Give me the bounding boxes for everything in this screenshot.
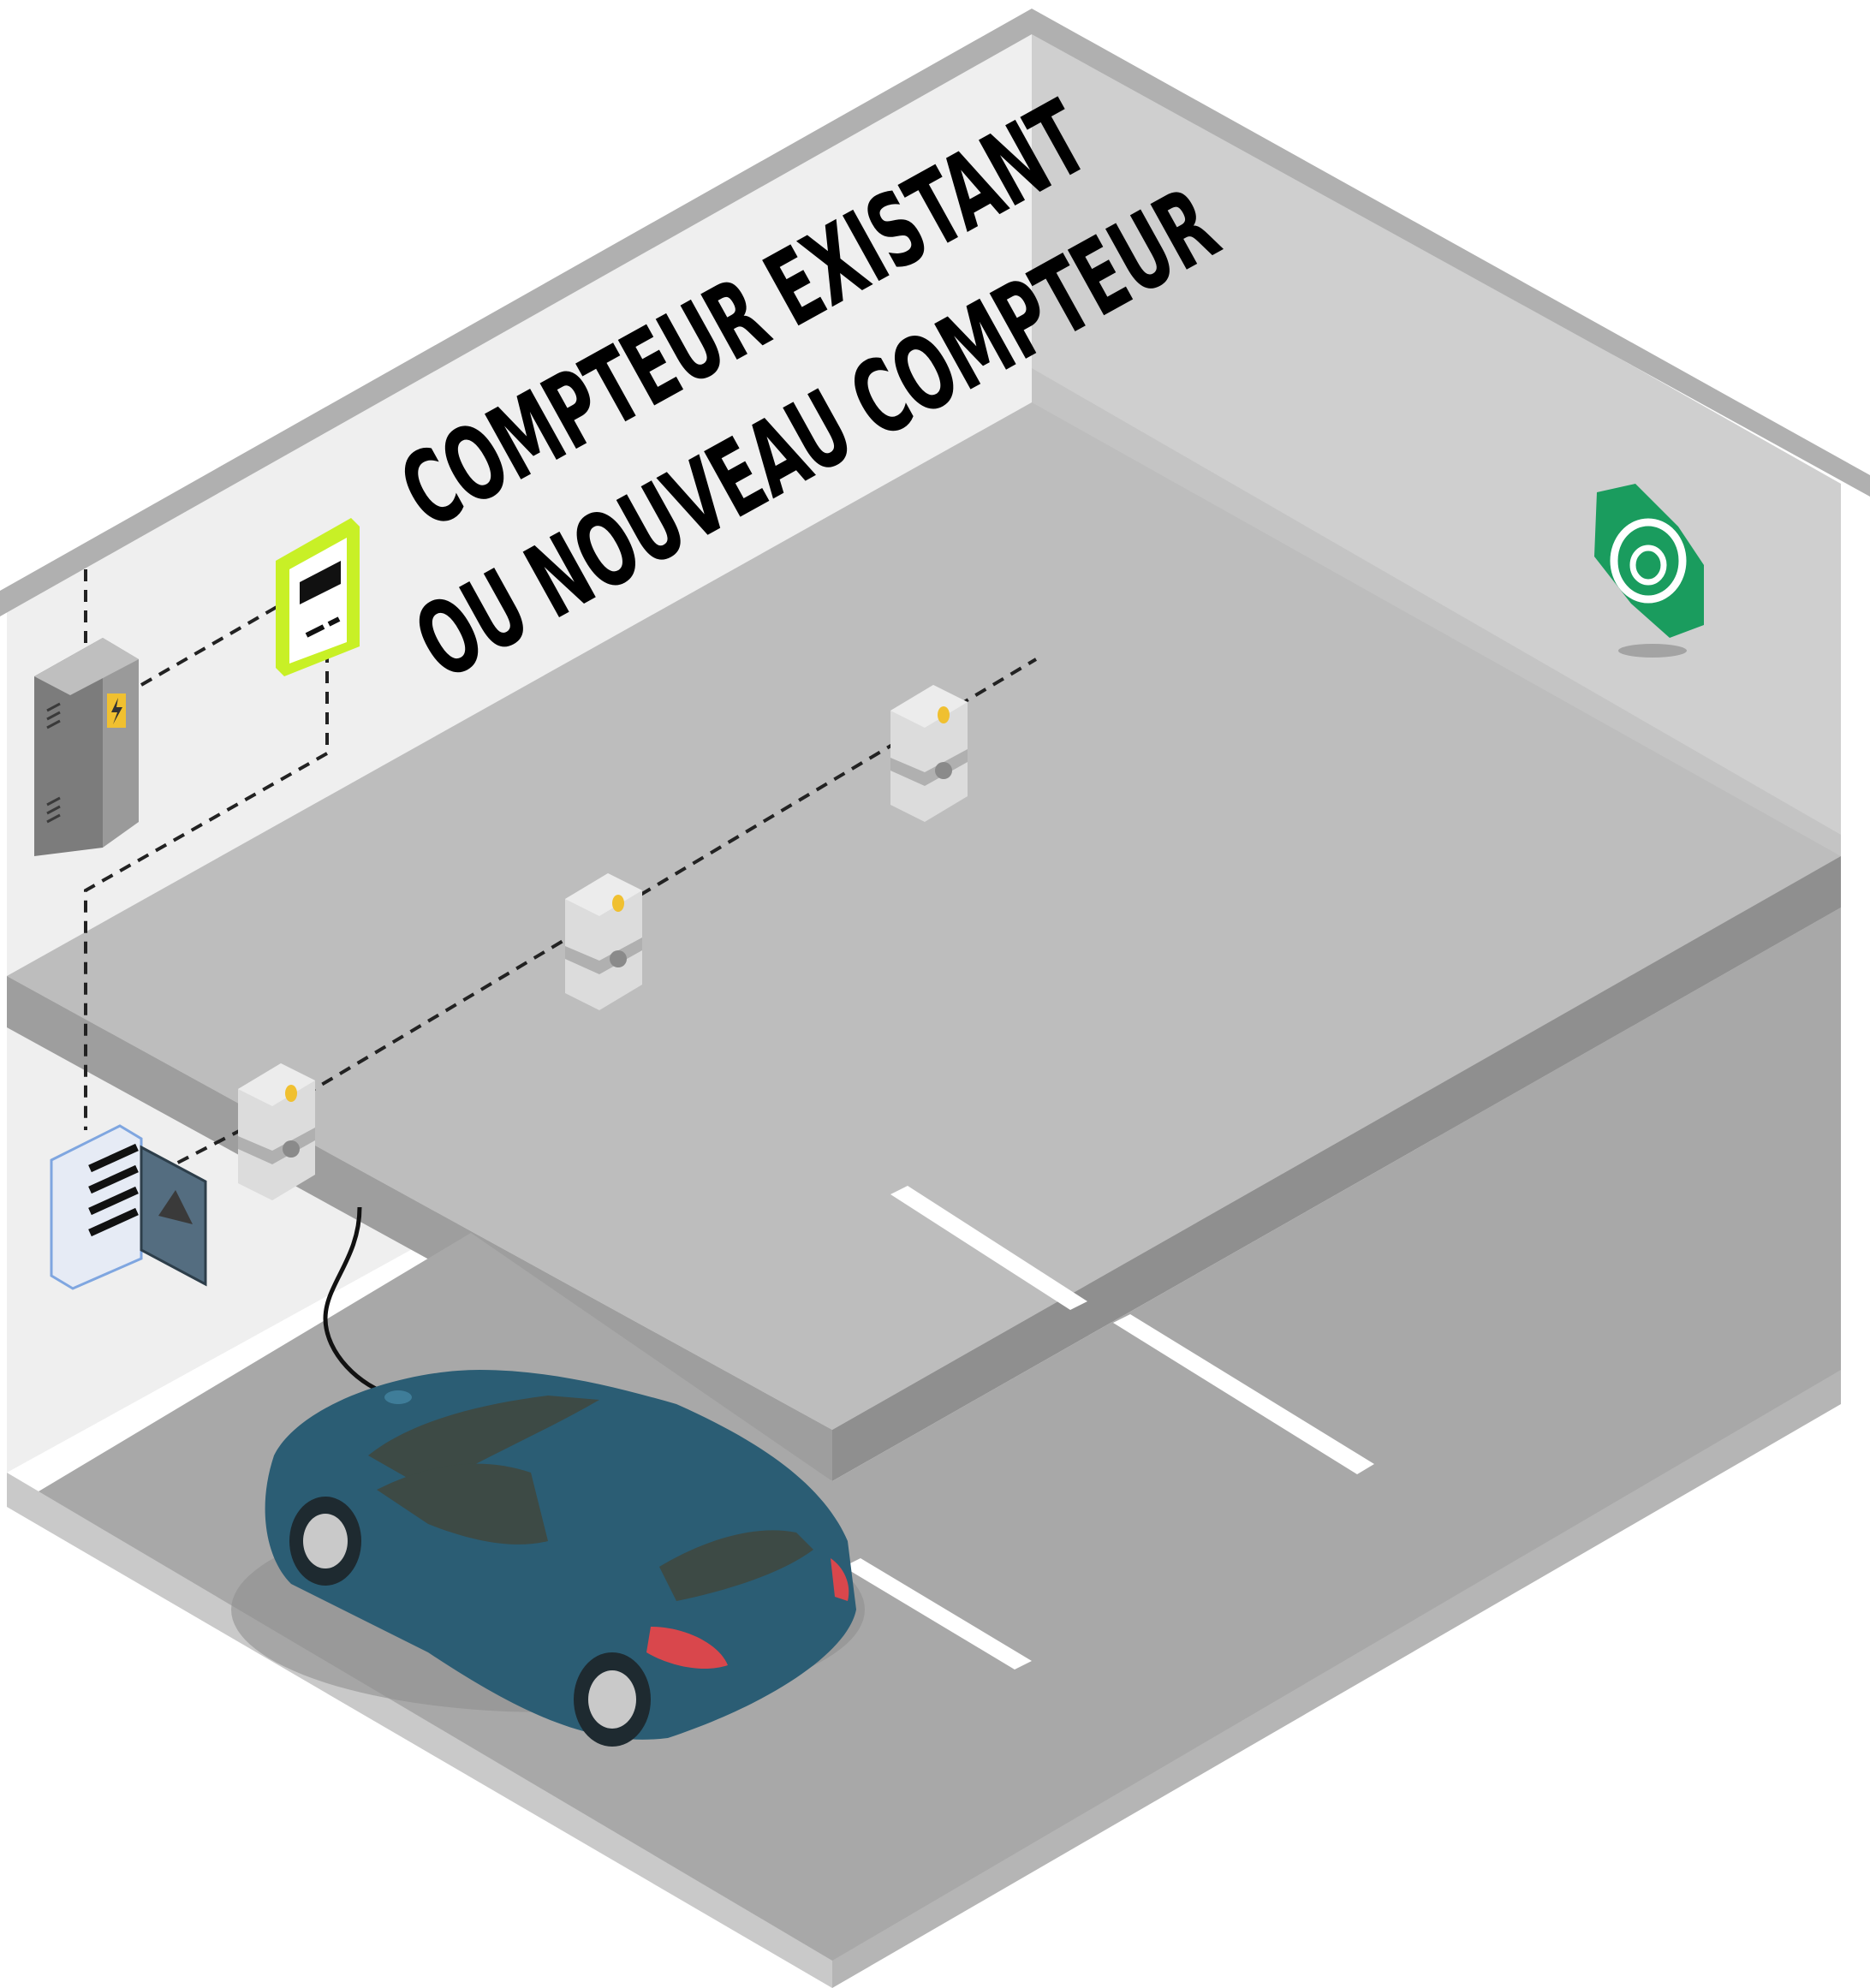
parking-line: [890, 1186, 1087, 1310]
parking-line: [1113, 1314, 1374, 1474]
electric-meter: [276, 518, 360, 676]
tail-light: [646, 1627, 728, 1670]
ev-charger-icon: [565, 873, 642, 1010]
car: [231, 1370, 865, 1747]
charging-cable: [323, 1206, 395, 1398]
bolt-icon: [111, 698, 122, 724]
warning-icon: [158, 1190, 193, 1224]
upper-floor: [7, 402, 1841, 1430]
car-windshield: [368, 1396, 599, 1490]
lower-floor-edge: [7, 1473, 832, 1988]
parking-line: [843, 1558, 1032, 1670]
ev-charger-icon: [890, 685, 968, 822]
car-side-window: [377, 1463, 548, 1545]
lower-floor-edge-right: [832, 1370, 1841, 1988]
car-rear-window: [659, 1530, 813, 1601]
upper-slab-edge-right: [832, 856, 1841, 1481]
ev-charger-icon: [238, 1063, 315, 1200]
car-wheel: [289, 1497, 361, 1586]
distribution-panel: [50, 1124, 143, 1290]
meter-display: [300, 561, 341, 604]
car-wheel: [574, 1652, 651, 1747]
fuse-box: [140, 1145, 207, 1287]
tail-light: [831, 1558, 849, 1601]
electrical-cabinet: [34, 638, 139, 856]
brand-logo-icon: [1594, 484, 1704, 658]
cabinet-vent: [46, 702, 61, 824]
